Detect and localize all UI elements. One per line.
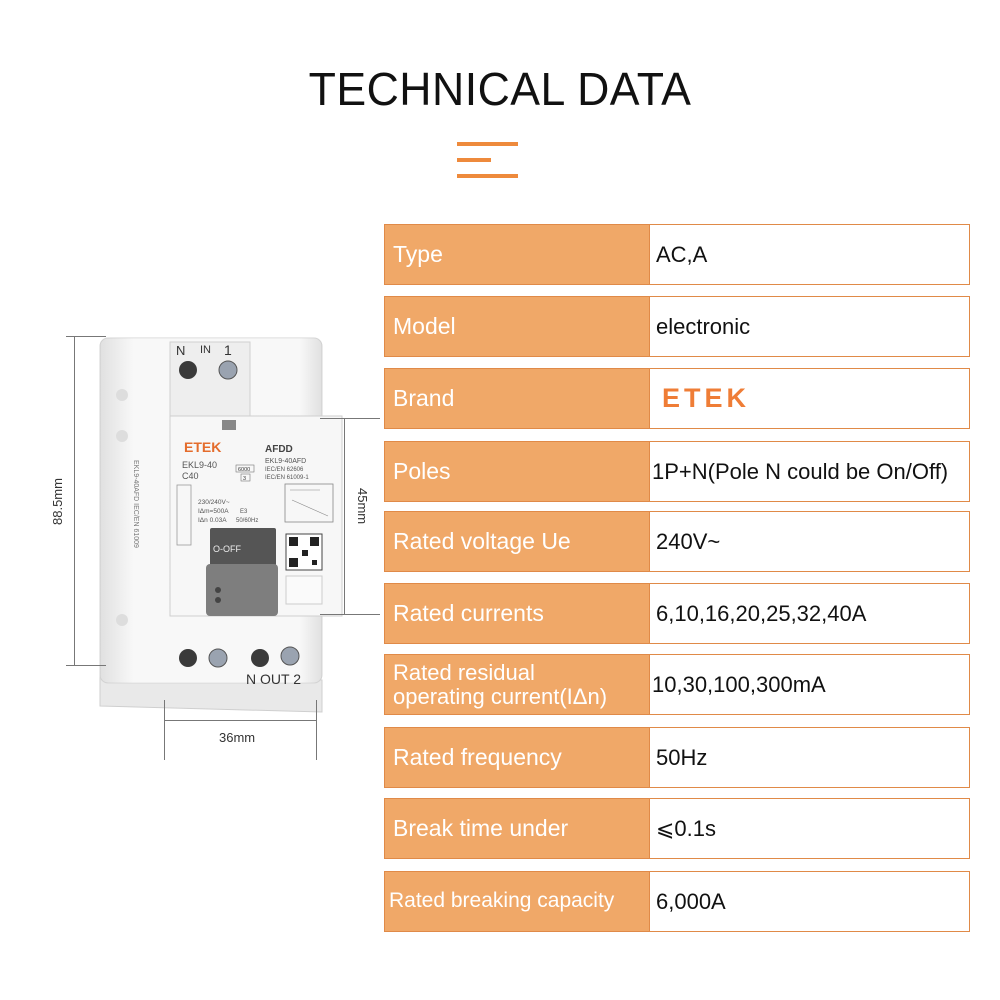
row-value: 240V~ xyxy=(649,512,969,571)
table-row: Type AC,A xyxy=(384,224,970,285)
table-row: Rated frequency 50Hz xyxy=(384,727,970,788)
device-rating: C40 xyxy=(182,471,199,481)
width-dimension: 36mm xyxy=(219,730,256,745)
table-row: Model electronic xyxy=(384,296,970,357)
device-box3: 3 xyxy=(243,476,246,482)
table-row: Break time under ⩽0.1s xyxy=(384,798,970,859)
device-spec-voltage: 230/240V~ xyxy=(198,499,230,506)
row-label-line2: operating current(IΔn) xyxy=(393,683,608,709)
device-spec-freq: 50/60Hz xyxy=(236,518,258,524)
row-value: ETEK xyxy=(649,369,969,428)
device-spec-idn: IΔn 0.03A xyxy=(198,517,227,524)
table-row: Brand ETEK xyxy=(384,368,970,429)
row-label: Rated voltage Ue xyxy=(385,512,649,571)
device-std2: IEC/EN 61009-1 xyxy=(265,475,309,481)
row-value: electronic xyxy=(649,297,969,356)
product-illustration: N IN 1 ETEK EKL9-40 C40 AFDD EKL9-40AFD … xyxy=(60,320,380,760)
table-row: Rated currents 6,10,16,20,25,32,40A xyxy=(384,583,970,644)
height-dimension-line xyxy=(74,336,75,666)
row-label: Brand xyxy=(385,369,649,428)
device-side-text: EKL9-40AFD IEC/EN 61009 xyxy=(132,460,139,548)
device-e3: E3 xyxy=(240,509,248,515)
table-row: Rated residual operating current(IΔn) 10… xyxy=(384,654,970,715)
table-row: Rated voltage Ue 240V~ xyxy=(384,511,970,572)
device-model-left: EKL9-40 xyxy=(182,460,217,470)
row-value: 6,000A xyxy=(649,872,969,931)
top-n-label: N xyxy=(176,343,185,358)
device-brand: ETEK xyxy=(184,439,221,455)
breaker-drawing: N IN 1 ETEK EKL9-40 C40 AFDD EKL9-40AFD … xyxy=(99,337,343,713)
device-model-right: EKL9-40AFD xyxy=(265,458,306,465)
device-box6000: 6000 xyxy=(238,467,250,473)
row-label: Rated currents xyxy=(385,584,649,643)
width-dimension-line xyxy=(164,720,316,721)
page-title: TECHNICAL DATA xyxy=(308,63,692,115)
row-label: Type xyxy=(385,225,649,284)
depth-dimension: 45mm xyxy=(355,488,370,525)
depth-dimension-line xyxy=(344,418,345,614)
height-dimension: 88.5mm xyxy=(50,478,65,525)
row-label: Model xyxy=(385,297,649,356)
device-switch-label: O-OFF xyxy=(213,544,241,554)
row-value: 10,30,100,300mA xyxy=(649,655,969,714)
row-value: 1P+N(Pole N could be On/Off) xyxy=(649,442,969,501)
row-label: Rated breaking capacity xyxy=(385,872,649,931)
row-label-line1: Rated residual xyxy=(393,660,535,686)
device-spec-icn: IΔm=500A xyxy=(198,508,229,515)
row-label: Poles xyxy=(385,442,649,501)
row-label: Rated residual operating current(IΔn) xyxy=(385,655,649,714)
row-value: 6,10,16,20,25,32,40A xyxy=(649,584,969,643)
brand-logo: ETEK xyxy=(662,383,751,413)
top-in-label: IN xyxy=(200,344,211,356)
device-bottom-label: N OUT 2 xyxy=(246,671,301,687)
row-label: Rated frequency xyxy=(385,728,649,787)
row-value: AC,A xyxy=(649,225,969,284)
table-row: Poles 1P+N(Pole N could be On/Off) xyxy=(384,441,970,502)
device-afdd: AFDD xyxy=(265,444,293,455)
table-row: Rated breaking capacity 6,000A xyxy=(384,871,970,932)
row-value: ⩽0.1s xyxy=(649,799,969,858)
top-1-label: 1 xyxy=(224,342,232,358)
row-value: 50Hz xyxy=(649,728,969,787)
device-std1: IEC/EN 62606 xyxy=(265,467,304,473)
row-label: Break time under xyxy=(385,799,649,858)
